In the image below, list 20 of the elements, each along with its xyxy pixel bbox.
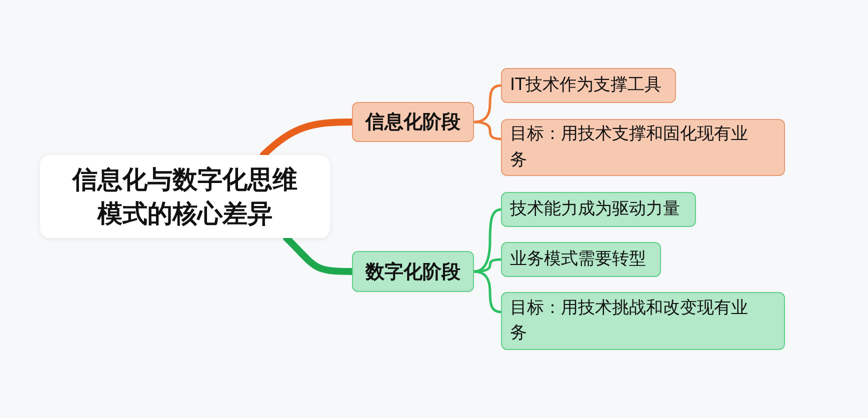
topic-title: 信息化与数字化思维模式的核心差异 (70, 164, 298, 230)
branch-line (472, 120, 502, 140)
branch-topic-box (352, 102, 474, 142)
subtopic-box (501, 119, 785, 176)
topic-text: IT技术作为支撑工具 (510, 74, 662, 97)
subtopic-box (501, 192, 696, 227)
branch-line (472, 270, 502, 314)
topic-text: 信息化阶段 (366, 110, 460, 135)
topic-text: 技术能力成为驱动力量 (510, 198, 680, 221)
subtopic-box (501, 242, 661, 277)
topic-text: 目标：用技术挑战和改变现有业务 (510, 296, 749, 345)
topic-text: 数字化阶段 (366, 260, 460, 284)
subtopic-box (501, 68, 676, 103)
central-topic-box (40, 155, 330, 238)
branch-line (472, 84, 502, 124)
topic-text: 业务模式需要转型 (510, 248, 646, 271)
subtopic-box (501, 292, 785, 350)
branch-line (472, 258, 502, 273)
branch-topic-box (352, 251, 474, 292)
topic-text: 目标：用技术支撑和固化现有业务 (510, 123, 749, 172)
